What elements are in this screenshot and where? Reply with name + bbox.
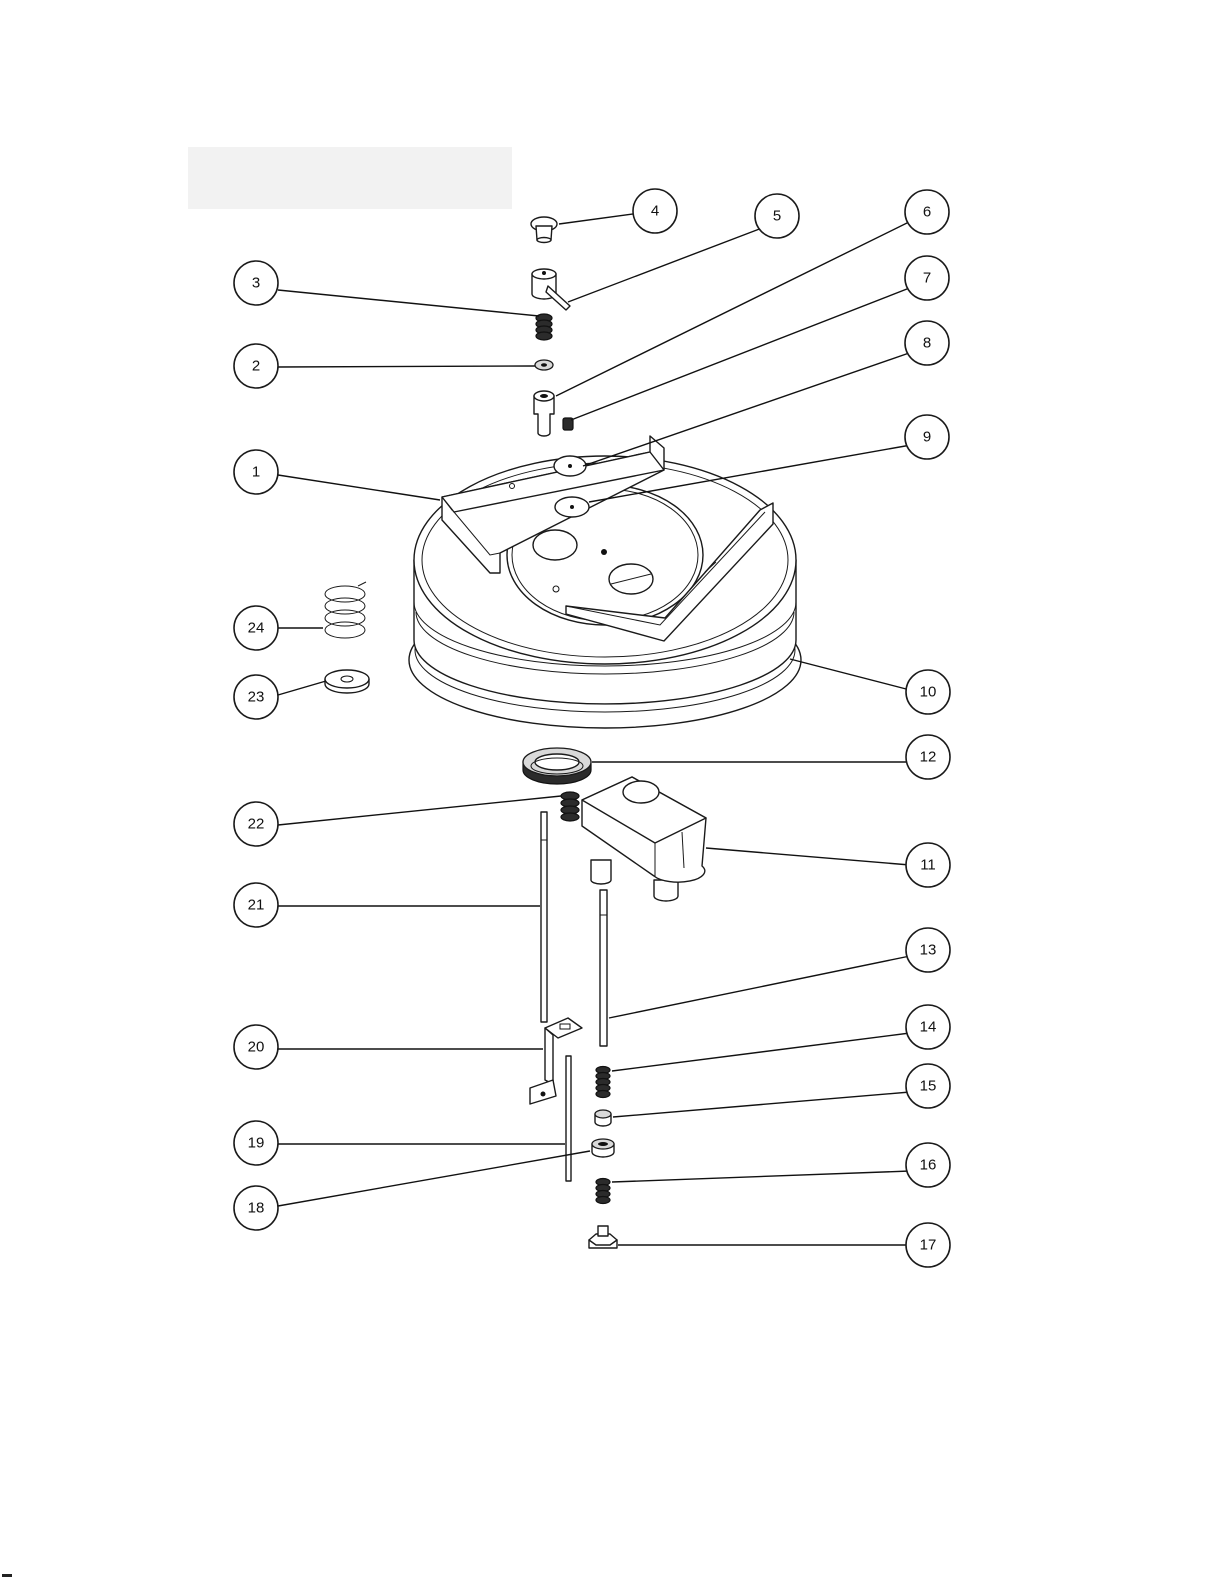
callout-17-label: 17	[920, 1237, 937, 1254]
callout-20: 20	[234, 1025, 278, 1069]
header-box	[188, 147, 512, 209]
callout-2: 2	[234, 344, 278, 388]
callout-11-label: 11	[920, 857, 936, 874]
callout-9: 9	[905, 415, 949, 459]
callout-12: 12	[906, 735, 950, 779]
callout-10: 10	[906, 670, 950, 714]
page-corner-mark	[2, 1574, 12, 1577]
callout-7-label: 7	[923, 270, 931, 287]
callout-16: 16	[906, 1143, 950, 1187]
callout-11: 11	[906, 843, 950, 887]
part-2-washer	[535, 360, 553, 370]
callout-24: 24	[234, 606, 278, 650]
part-3-spring	[536, 314, 552, 340]
part-11-block	[582, 777, 706, 901]
callout-19: 19	[234, 1121, 278, 1165]
callout-13: 13	[906, 928, 950, 972]
callout-22: 22	[234, 802, 278, 846]
callout-22-label: 22	[248, 816, 265, 833]
callout-5-label: 5	[773, 208, 781, 225]
part-4-cap	[531, 217, 557, 243]
callout-24-label: 24	[248, 620, 265, 637]
callout-10-label: 10	[920, 684, 937, 701]
part-5-pin	[532, 269, 570, 310]
part-12-ring-nut	[523, 748, 591, 784]
callout-16-label: 16	[920, 1157, 937, 1174]
callout-21: 21	[234, 883, 278, 927]
part-6-bushing	[534, 391, 554, 436]
part-13-rod	[600, 890, 607, 1046]
part-20-bracket	[530, 1018, 582, 1104]
part-14-spring	[596, 1067, 610, 1098]
part-23-washer	[325, 670, 369, 693]
part-24-spring	[325, 582, 366, 638]
callout-5: 5	[755, 194, 799, 238]
part-22-spring	[561, 792, 579, 821]
callout-15-label: 15	[920, 1078, 937, 1095]
part-15-washer	[595, 1110, 611, 1126]
callout-20-label: 20	[248, 1039, 265, 1056]
callout-23: 23	[234, 675, 278, 719]
callout-17: 17	[906, 1223, 950, 1267]
part-21-rod	[541, 812, 547, 1022]
callout-4-label: 4	[651, 203, 659, 220]
callout-3-label: 3	[252, 275, 260, 292]
callout-6: 6	[905, 190, 949, 234]
callout-8: 8	[905, 321, 949, 365]
callout-3: 3	[234, 261, 278, 305]
callout-4: 4	[633, 189, 677, 233]
part-17-nut	[589, 1226, 617, 1248]
callout-15: 15	[906, 1064, 950, 1108]
leader-lines	[278, 213, 912, 1245]
callout-14-label: 14	[920, 1019, 937, 1036]
callout-1-label: 1	[252, 464, 260, 481]
part-19-rod	[566, 1056, 571, 1181]
callout-14: 14	[906, 1005, 950, 1049]
part-9-disc	[555, 497, 589, 517]
callout-21-label: 21	[248, 897, 265, 914]
callout-9-label: 9	[923, 429, 931, 446]
callout-12-label: 12	[920, 749, 937, 766]
callout-1: 1	[234, 450, 278, 494]
callout-23-label: 23	[248, 689, 265, 706]
part-16-spring	[596, 1179, 610, 1204]
callout-6-label: 6	[923, 204, 931, 221]
callout-19-label: 19	[248, 1135, 265, 1152]
callout-8-label: 8	[923, 335, 931, 352]
callout-13-label: 13	[920, 942, 937, 959]
callout-2-label: 2	[252, 358, 260, 375]
part-18-ring	[592, 1139, 614, 1157]
callout-18: 18	[234, 1186, 278, 1230]
part-8-disc	[554, 456, 586, 476]
callout-18-label: 18	[248, 1200, 265, 1217]
callout-7: 7	[905, 256, 949, 300]
